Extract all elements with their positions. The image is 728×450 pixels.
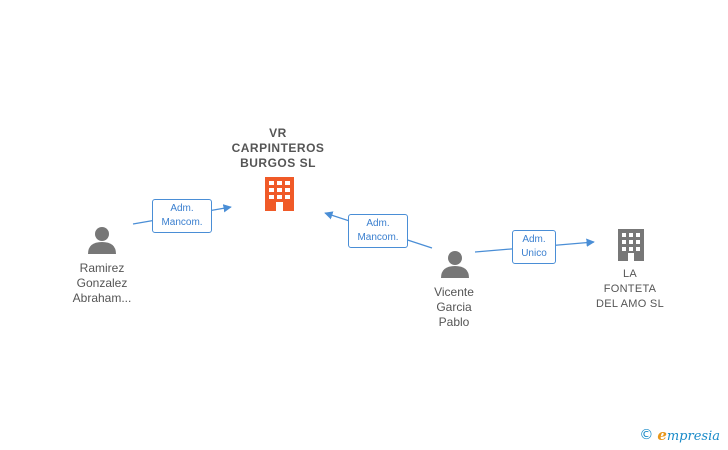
brand-name: mpresia <box>666 429 720 444</box>
company-label-la-fonteta[interactable]: LA FONTETA DEL AMO SL <box>595 268 664 310</box>
person-icon-vicente[interactable] <box>441 251 469 278</box>
person-label-vicente[interactable]: Vicente Garcia Pablo <box>434 285 474 329</box>
building-icon[interactable] <box>265 177 294 211</box>
brand-logo: © empresia <box>639 426 720 444</box>
edge-label-ramirez-vr: Adm. Mancom. <box>152 199 212 233</box>
edge-label-vicente-vr: Adm. Mancom. <box>348 214 408 248</box>
person-icon-ramirez[interactable] <box>88 227 116 254</box>
brand-initial: e <box>657 426 667 444</box>
building-icon-fonteta[interactable] <box>618 229 644 261</box>
company-label-vr-carpinteros[interactable]: VR CARPINTEROS BURGOS SL <box>231 126 325 170</box>
edge-label-vicente-fonteta: Adm. Unico <box>512 230 556 264</box>
copyright-symbol: © <box>639 427 654 443</box>
person-label-ramirez[interactable]: Ramirez Gonzalez Abraham... <box>72 261 132 305</box>
